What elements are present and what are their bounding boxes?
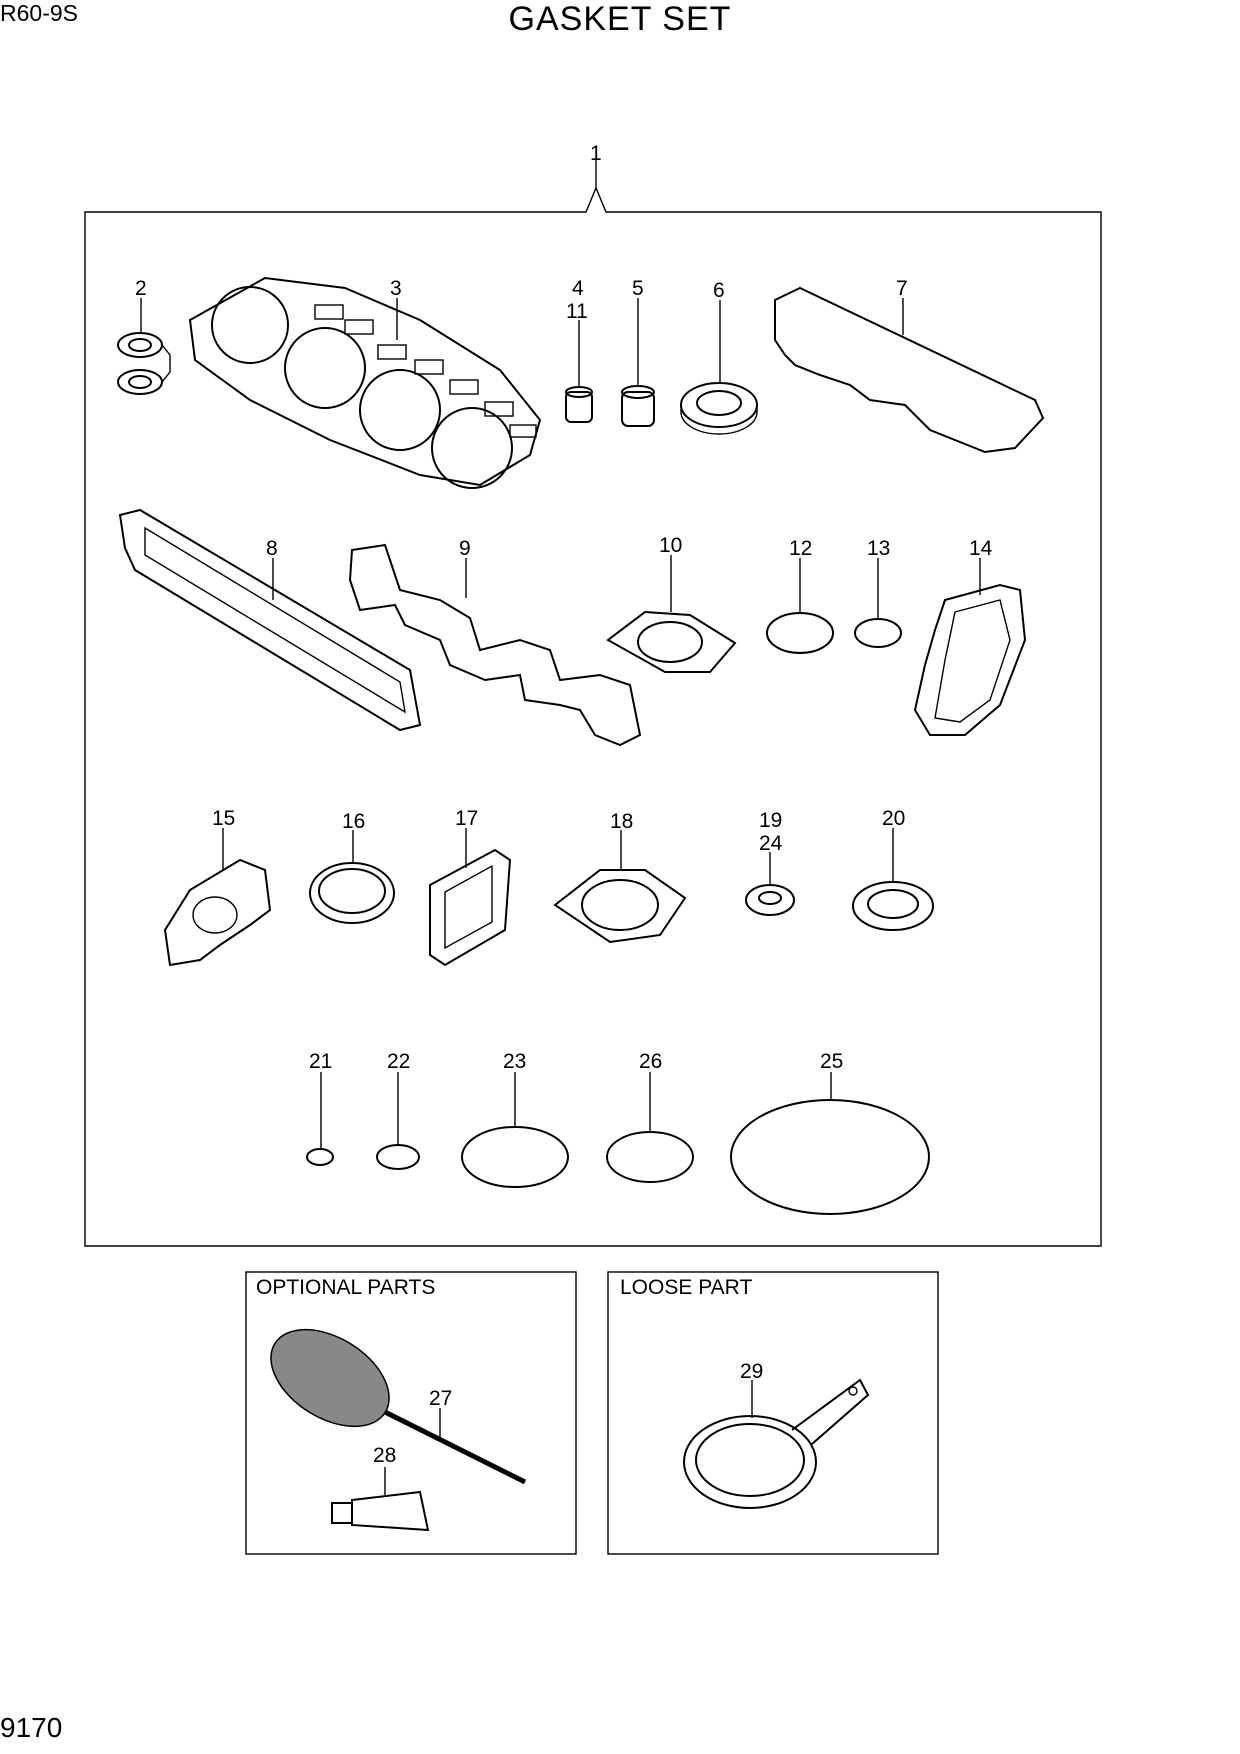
callout-10: 10	[659, 534, 682, 557]
part-4-valve-seal	[565, 320, 593, 423]
model-label: R60-9S	[0, 0, 78, 26]
part-6-oil-seal	[680, 300, 758, 435]
part-14-pump-gasket	[913, 558, 1027, 736]
part-16-seal-ring	[309, 830, 395, 924]
callout-16: 16	[342, 810, 365, 833]
part-2-seals	[117, 298, 171, 395]
part-5-seal	[621, 298, 655, 427]
callout-15: 15	[212, 807, 235, 830]
part-20-seal-ring	[852, 828, 934, 931]
part-19-washer	[745, 852, 795, 916]
callout-26: 26	[639, 1050, 662, 1073]
callout-7: 7	[896, 277, 908, 300]
callout-3: 3	[390, 277, 402, 300]
part-9-exhaust-gasket	[348, 543, 642, 747]
callout-21: 21	[309, 1050, 332, 1073]
part-15-cover-gasket	[163, 828, 272, 967]
part-22-o-ring	[376, 1072, 420, 1170]
callout-5: 5	[632, 277, 644, 300]
callout-17: 17	[455, 807, 478, 830]
part-18-flange-gasket	[553, 830, 687, 944]
loose-part-label: LOOSE PART	[620, 1276, 753, 1299]
part-23-o-ring	[461, 1072, 569, 1188]
callout-11: 11	[566, 300, 588, 323]
callout-23: 23	[503, 1050, 526, 1073]
callout-22: 22	[387, 1050, 410, 1073]
callout-2: 2	[135, 277, 147, 300]
callout-12: 12	[789, 537, 812, 560]
part-13-o-ring	[854, 558, 902, 648]
callout-6: 6	[713, 279, 725, 302]
callout-24: 24	[759, 832, 783, 855]
callout-20: 20	[882, 807, 905, 830]
callout-25: 25	[820, 1050, 843, 1073]
optional-parts-box	[245, 1271, 577, 1555]
callout-14: 14	[969, 537, 993, 560]
callout-19: 19	[759, 809, 782, 832]
part-17-plate-gasket	[429, 828, 512, 967]
callout-8: 8	[266, 537, 278, 560]
loose-part-box	[607, 1271, 939, 1555]
part-21-o-ring	[306, 1072, 334, 1166]
part-27-brush	[270, 1328, 527, 1485]
part-10-flange-gasket	[606, 555, 737, 673]
callout-29: 29	[740, 1360, 763, 1383]
callout-27: 27	[429, 1387, 452, 1410]
part-29-wrench	[683, 1378, 870, 1509]
part-26-o-ring	[606, 1072, 694, 1183]
callout-18: 18	[610, 810, 633, 833]
callout-13: 13	[867, 537, 890, 560]
part-7-cover-gasket	[774, 286, 1045, 454]
page-number: 9170	[0, 1712, 63, 1743]
part-25-o-ring	[730, 1072, 930, 1215]
page-title: GASKET SET	[508, 0, 732, 38]
kit-frame	[84, 186, 1102, 1247]
callout-1: 1	[590, 142, 602, 165]
part-8-manifold-gasket	[118, 508, 422, 732]
part-28-sealant-tube	[331, 1467, 430, 1532]
part-12-o-ring	[766, 558, 834, 654]
optional-parts-label: OPTIONAL PARTS	[256, 1276, 436, 1299]
callout-28: 28	[373, 1444, 396, 1467]
callout-9: 9	[459, 537, 471, 560]
part-3-head-gasket	[188, 276, 542, 489]
callout-4: 4	[572, 277, 584, 300]
